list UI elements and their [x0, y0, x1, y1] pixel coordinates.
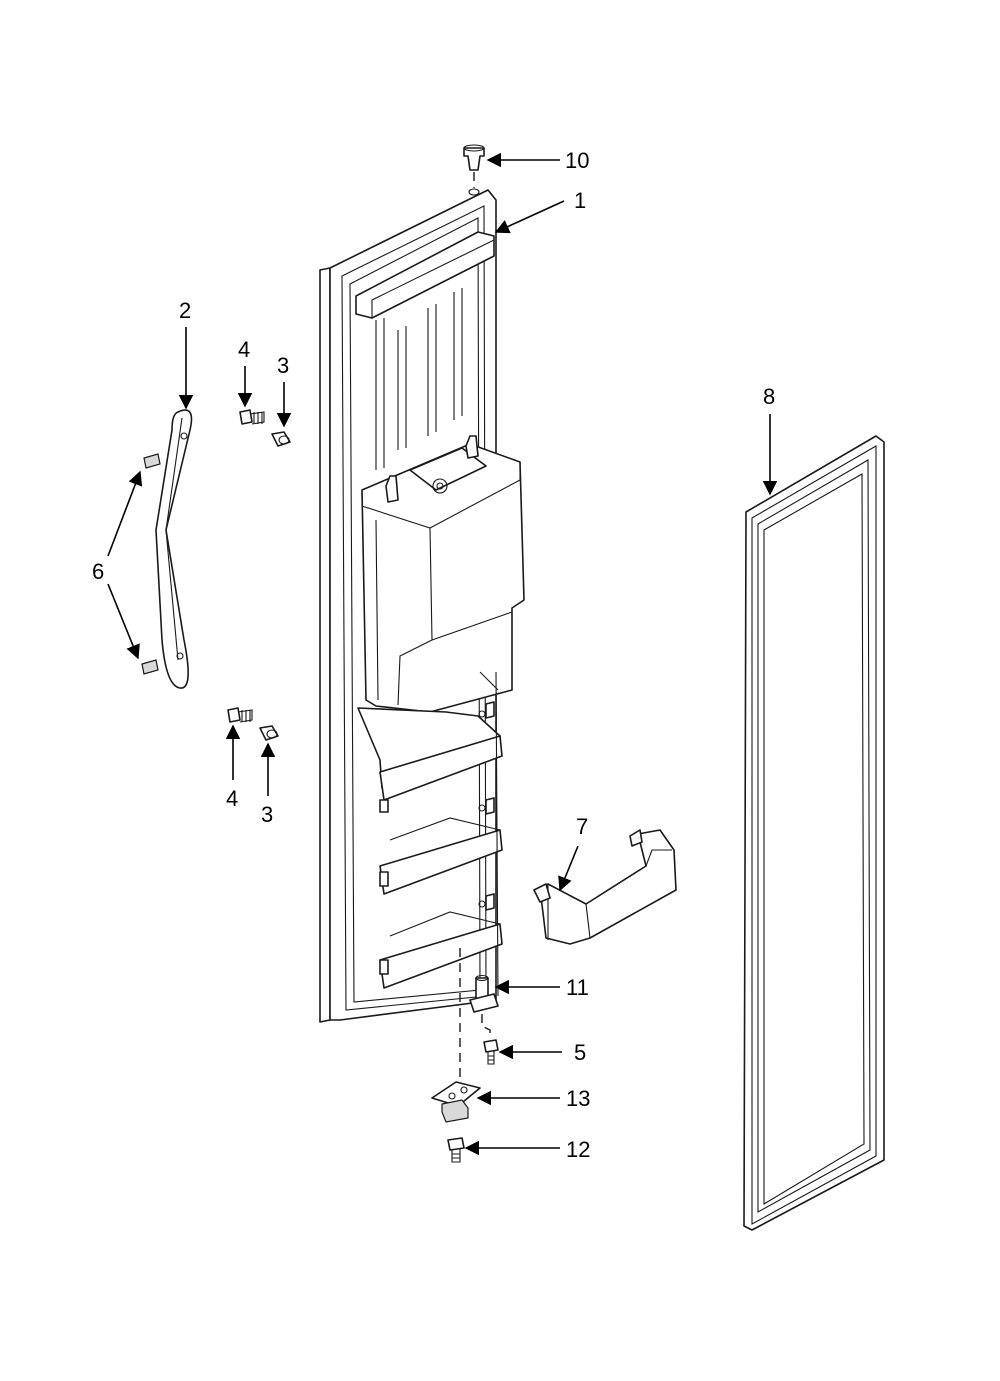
callout-7: 7	[576, 814, 588, 839]
callout-11: 11	[566, 975, 589, 1000]
door-handle	[155, 409, 193, 689]
hinge-pin-screw	[483, 1039, 499, 1065]
handle-spacer-upper	[271, 431, 291, 447]
callout-5: 5	[574, 1040, 586, 1065]
leader-lines	[107, 152, 778, 1156]
callouts: 10 1 2 4 3 6 8 4 3 7 11 5 13 12	[92, 148, 775, 1162]
callout-3-upper: 3	[277, 353, 289, 378]
hinge-bracket-screw	[447, 1137, 465, 1163]
callout-10: 10	[565, 148, 589, 173]
leader-6-upper	[107, 470, 143, 557]
handle-screw-upper	[239, 409, 265, 425]
callout-8: 8	[763, 384, 775, 409]
lower-hinge-bracket	[431, 1081, 481, 1123]
door-bin	[533, 829, 677, 945]
leader-1	[494, 200, 565, 234]
callout-4-upper: 4	[238, 337, 250, 362]
door-assembly	[319, 189, 525, 1023]
callout-1: 1	[574, 188, 586, 213]
callout-3-lower: 3	[261, 802, 273, 827]
handle-spacer-lower	[259, 725, 279, 741]
callout-4-lower: 4	[226, 786, 238, 811]
lower-hinge-pin	[469, 974, 499, 1038]
callout-12: 12	[566, 1137, 590, 1162]
handle-studs	[141, 453, 161, 675]
door-gasket	[743, 435, 885, 1231]
handle-screw-lower	[227, 707, 253, 723]
callout-13: 13	[566, 1086, 590, 1111]
callout-6: 6	[92, 559, 104, 584]
leader-6-lower	[107, 583, 140, 660]
leader-7	[558, 845, 579, 892]
top-hinge-bushing	[463, 144, 485, 196]
callout-2: 2	[179, 298, 191, 323]
